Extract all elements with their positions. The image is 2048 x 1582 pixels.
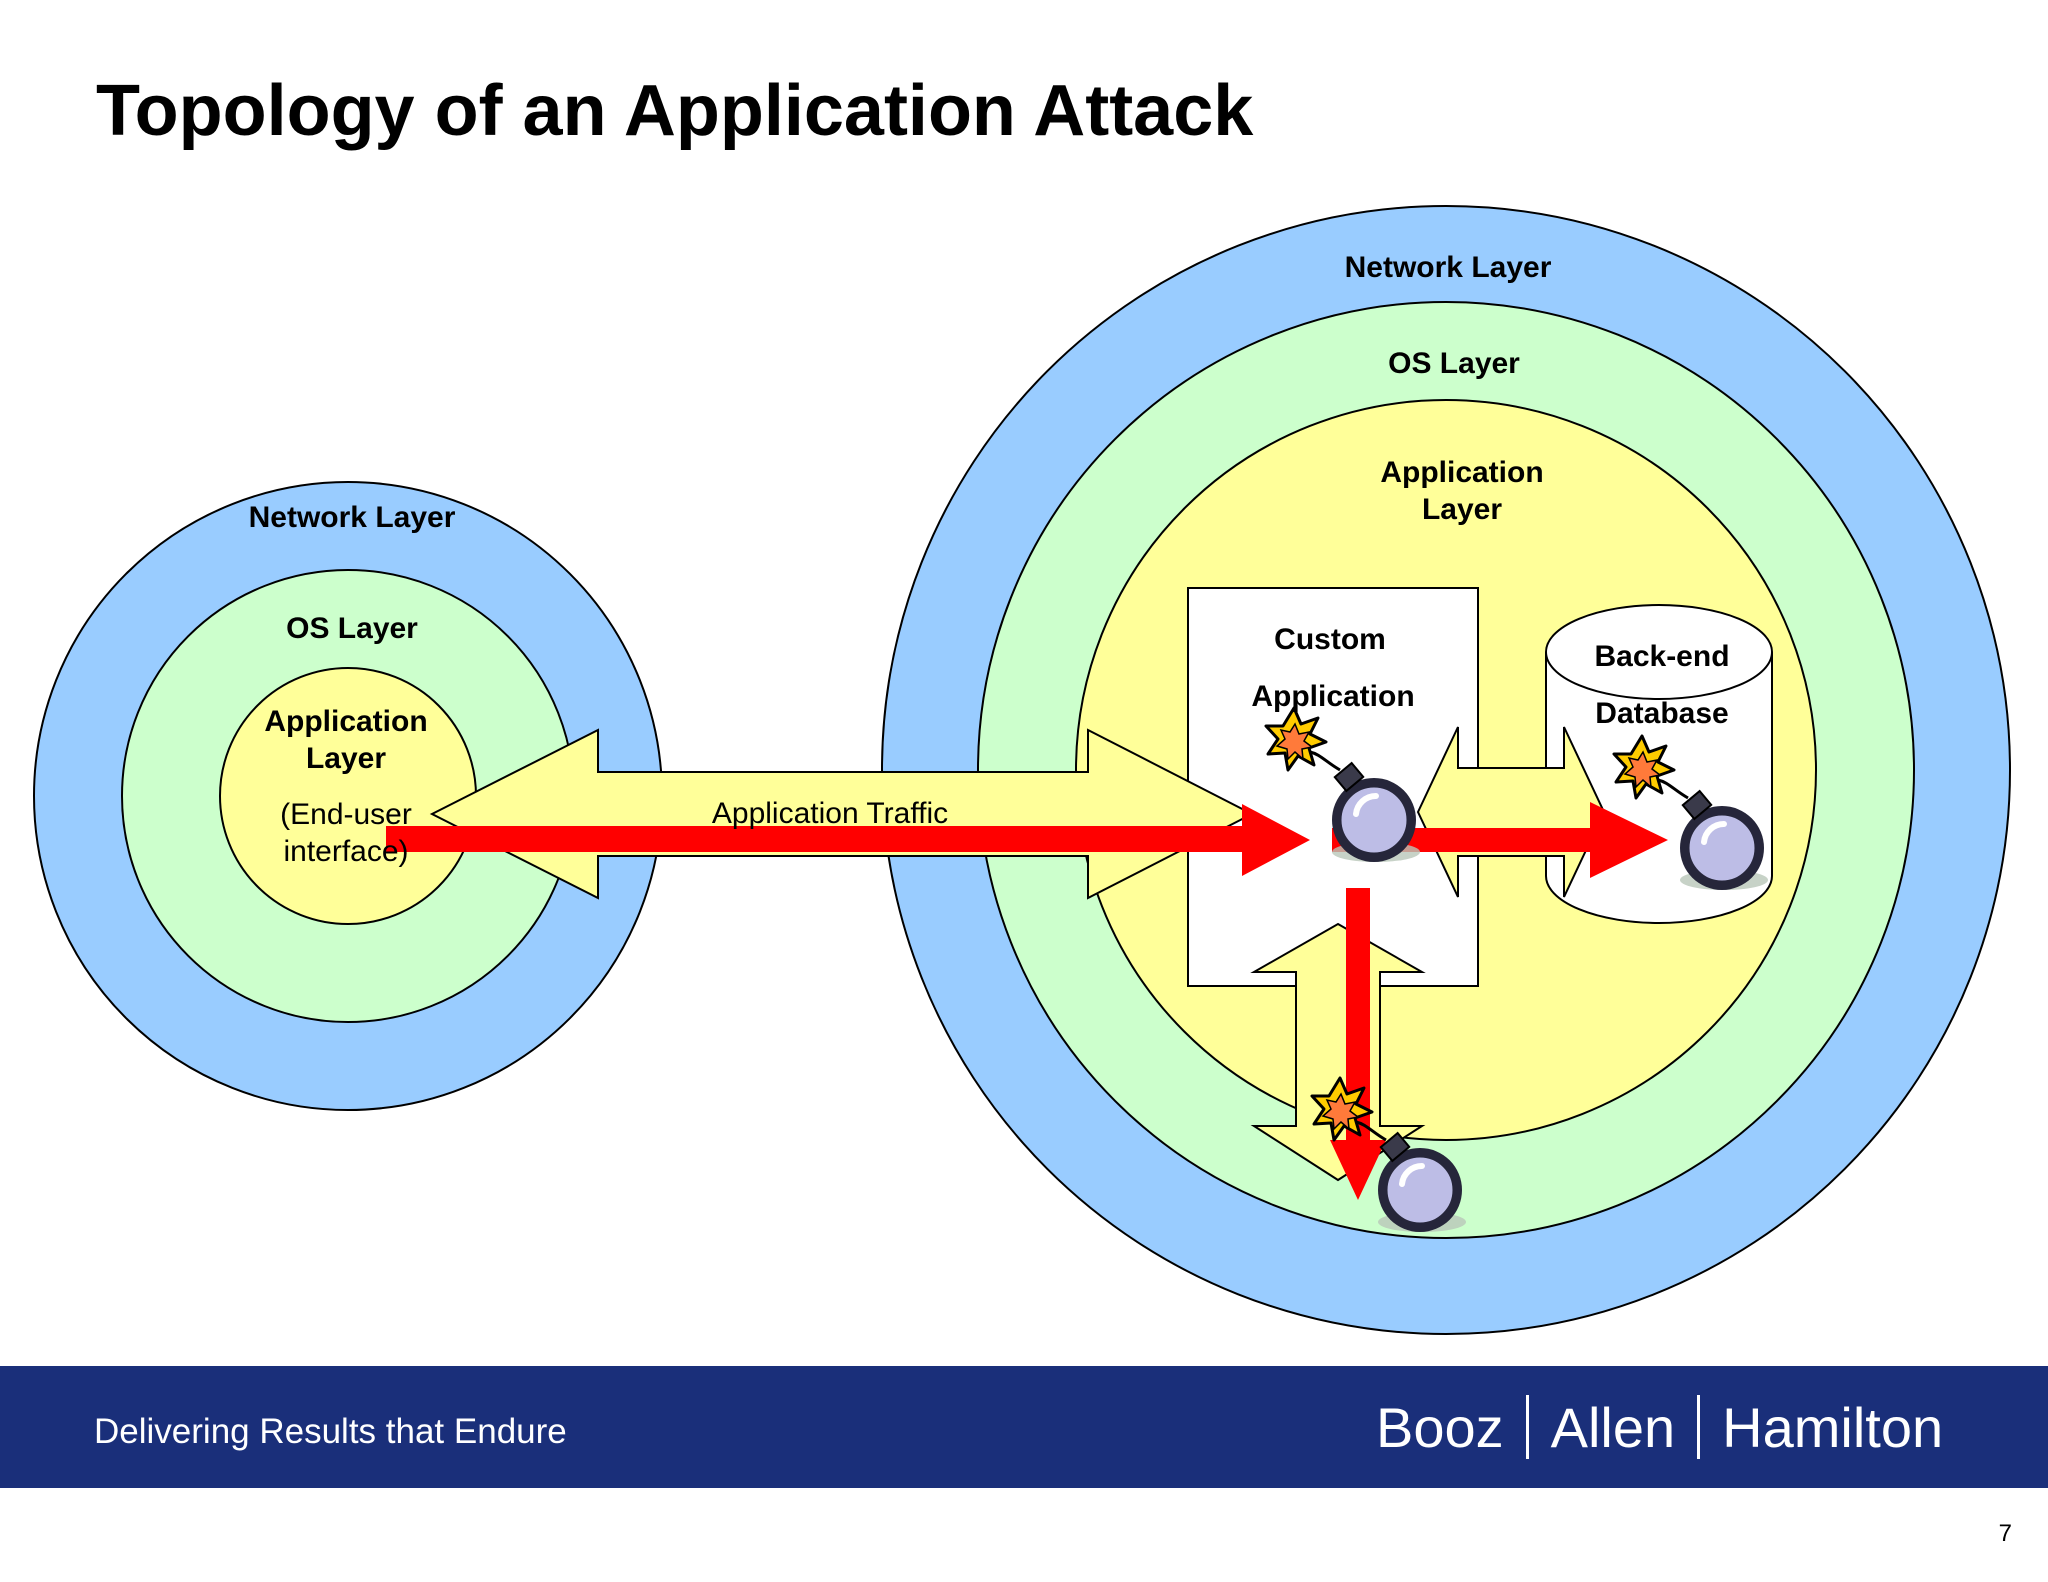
logo-divider: [1525, 1395, 1529, 1459]
logo-divider: [1697, 1395, 1701, 1459]
custom-application-label-1: Custom: [1274, 623, 1386, 656]
app-to-os-arrow: [1250, 922, 1426, 1182]
page-number: 7: [1998, 1520, 2012, 1547]
client-app-layer-label-2: Layer: [306, 742, 386, 775]
topology-diagram: Network Layer OS Layer Application Layer…: [33, 205, 2011, 1335]
database-label-2: Database: [1595, 697, 1728, 730]
booz-allen-hamilton-logo: Booz Allen Hamilton: [1376, 1392, 1943, 1462]
footer-tagline: Delivering Results that Endure: [94, 1412, 567, 1451]
slide-title: Topology of an Application Attack: [96, 71, 1254, 151]
application-traffic-label: Application Traffic: [712, 797, 948, 830]
client-app-layer-sub-1: (End-user: [280, 798, 412, 831]
attack-arrow-to-os: [1330, 888, 1386, 1200]
client-os-layer-label: OS Layer: [286, 612, 418, 645]
attack-arrow-to-app: [386, 804, 1310, 876]
logo-word-hamilton: Hamilton: [1722, 1395, 1944, 1459]
server-app-layer-label-2: Layer: [1422, 493, 1502, 526]
client-network-layer-label: Network Layer: [249, 501, 456, 534]
server-network-layer-label: Network Layer: [1345, 251, 1552, 284]
footer-band: [0, 1366, 2048, 1488]
custom-application-label-2: Application: [1251, 680, 1414, 713]
server-app-layer-label-1: Application: [1380, 456, 1543, 489]
database-label-1: Back-end: [1594, 640, 1729, 673]
attack-arrow-to-database: [1332, 802, 1668, 878]
client-app-layer-label-1: Application: [264, 705, 427, 738]
server-os-layer-label: OS Layer: [1388, 347, 1520, 380]
logo-word-allen: Allen: [1550, 1395, 1676, 1459]
client-app-layer-sub-2: interface): [283, 835, 408, 868]
logo-word-booz: Booz: [1376, 1395, 1504, 1459]
